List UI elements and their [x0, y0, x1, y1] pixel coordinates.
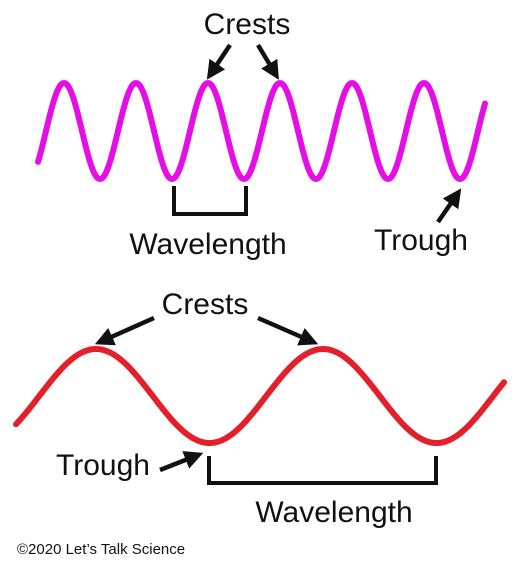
- top-trough-label: Trough: [374, 224, 468, 257]
- top-wave: [35, 79, 488, 183]
- copyright-text: ©2020 Let’s Talk Science: [17, 541, 185, 558]
- bottom-wave-group: Crests Trough Wavelength: [13, 288, 507, 529]
- top-wavelength-label: Wavelength: [129, 228, 286, 261]
- bottom-wave: [13, 346, 507, 446]
- top-crests-label: Crests: [204, 8, 291, 41]
- top-crest-arrow-right: [256, 43, 279, 80]
- bottom-trough-arrow: [159, 451, 204, 473]
- top-trough-arrow: [436, 188, 462, 224]
- top-wavelength-bracket: [172, 186, 248, 216]
- bottom-wavelength-label: Wavelength: [255, 496, 412, 529]
- bottom-trough-label: Trough: [56, 449, 150, 482]
- bottom-crests-label: Crests: [162, 288, 249, 321]
- bottom-crest-arrow-left: [94, 315, 155, 346]
- top-crest-arrow-left: [206, 43, 232, 80]
- bottom-wavelength-bracket: [207, 456, 438, 485]
- bottom-crest-arrow-right: [257, 315, 319, 346]
- top-wave-group: Crests Wavelength Trough: [35, 8, 488, 261]
